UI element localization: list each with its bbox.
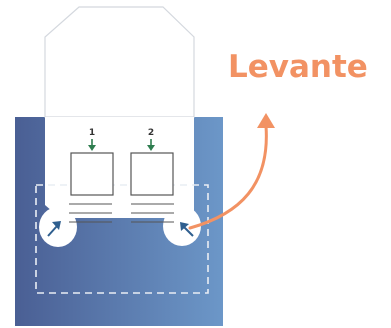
slot-2-text-lines	[131, 203, 174, 223]
slot-1-label: 1	[89, 128, 95, 138]
slot-2-label: 2	[148, 128, 154, 138]
slot-1-text-lines	[69, 203, 112, 223]
slot-2-photo-box	[130, 152, 174, 196]
left-corner-diagonal-arrow-icon	[47, 221, 61, 237]
sheet-top-tab	[44, 6, 195, 118]
dashed-outline	[35, 184, 209, 294]
slot-1-photo-box	[70, 152, 114, 196]
lift-label: Levante	[228, 49, 368, 85]
slot-1-down-arrow-icon	[88, 139, 96, 151]
lift-curved-up-arrow-icon	[188, 113, 275, 230]
right-corner-diagonal-arrow-icon	[180, 222, 194, 237]
slot-2-down-arrow-icon	[147, 139, 155, 151]
